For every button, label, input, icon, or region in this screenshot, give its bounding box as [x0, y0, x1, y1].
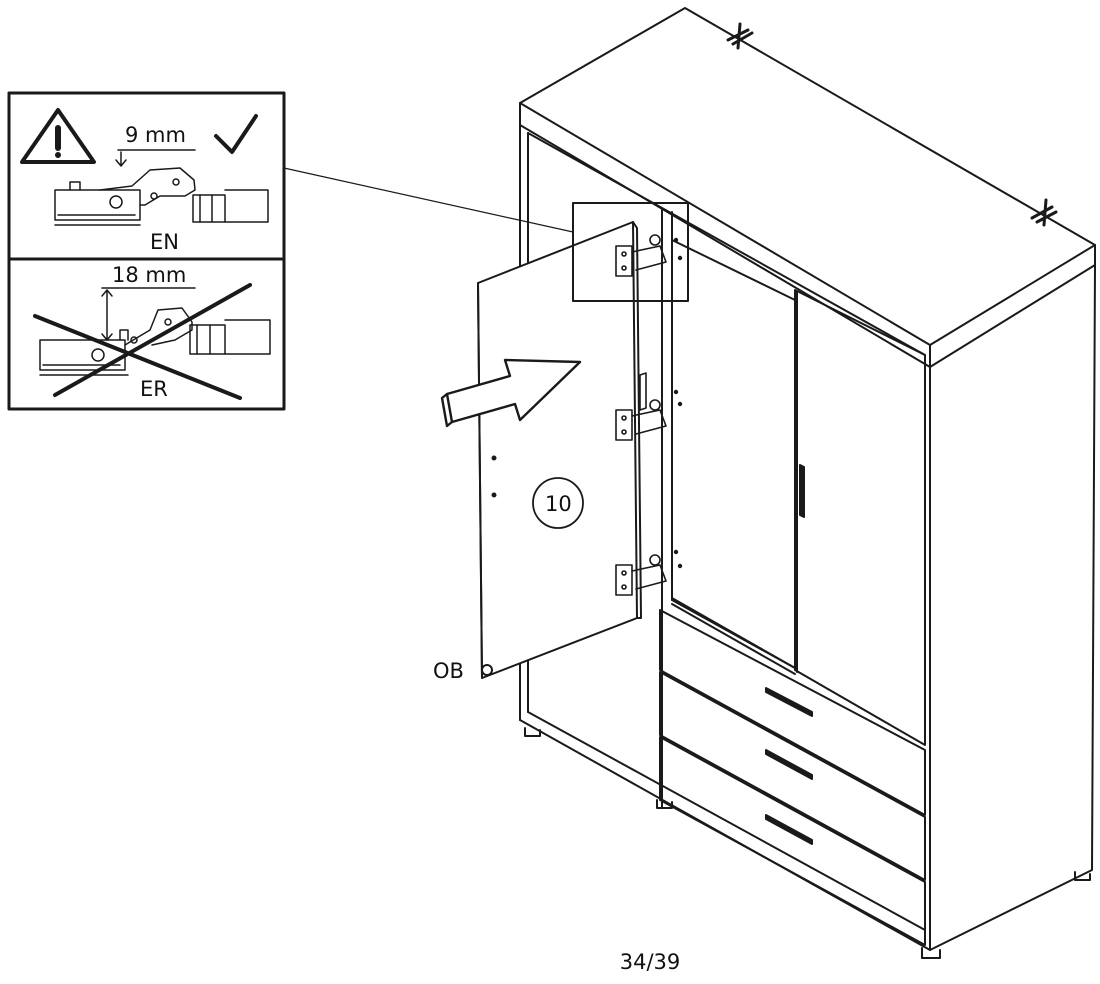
mirror-bottom-edge	[671, 597, 796, 675]
cross-out-icon	[33, 283, 252, 400]
page-number: 34/39	[619, 950, 681, 974]
drawer-top	[659, 609, 926, 816]
part-number-label: 10	[545, 492, 572, 516]
left-door	[477, 221, 642, 679]
detail-panel	[7, 91, 286, 411]
detail-highlight-box	[572, 202, 689, 302]
hinge-top	[615, 234, 683, 277]
hinge-middle	[615, 372, 683, 441]
dimension-incorrect-label: 18 mm	[112, 263, 186, 287]
check-icon	[214, 114, 258, 154]
hinge-bottom	[615, 549, 683, 596]
drawer-middle	[659, 671, 926, 881]
detail-leader-line	[283, 167, 574, 233]
warning-triangle-icon	[20, 108, 96, 164]
code-correct-label: EN	[150, 230, 179, 254]
direction-arrow-icon	[445, 358, 582, 424]
corner-mark-label: OB	[433, 659, 464, 683]
part-number-circle	[532, 477, 584, 529]
code-incorrect-label: ER	[140, 377, 168, 401]
hinge-detail-correct	[54, 149, 269, 226]
drawer-bottom	[659, 736, 926, 946]
dimension-correct-label: 9 mm	[125, 123, 186, 147]
